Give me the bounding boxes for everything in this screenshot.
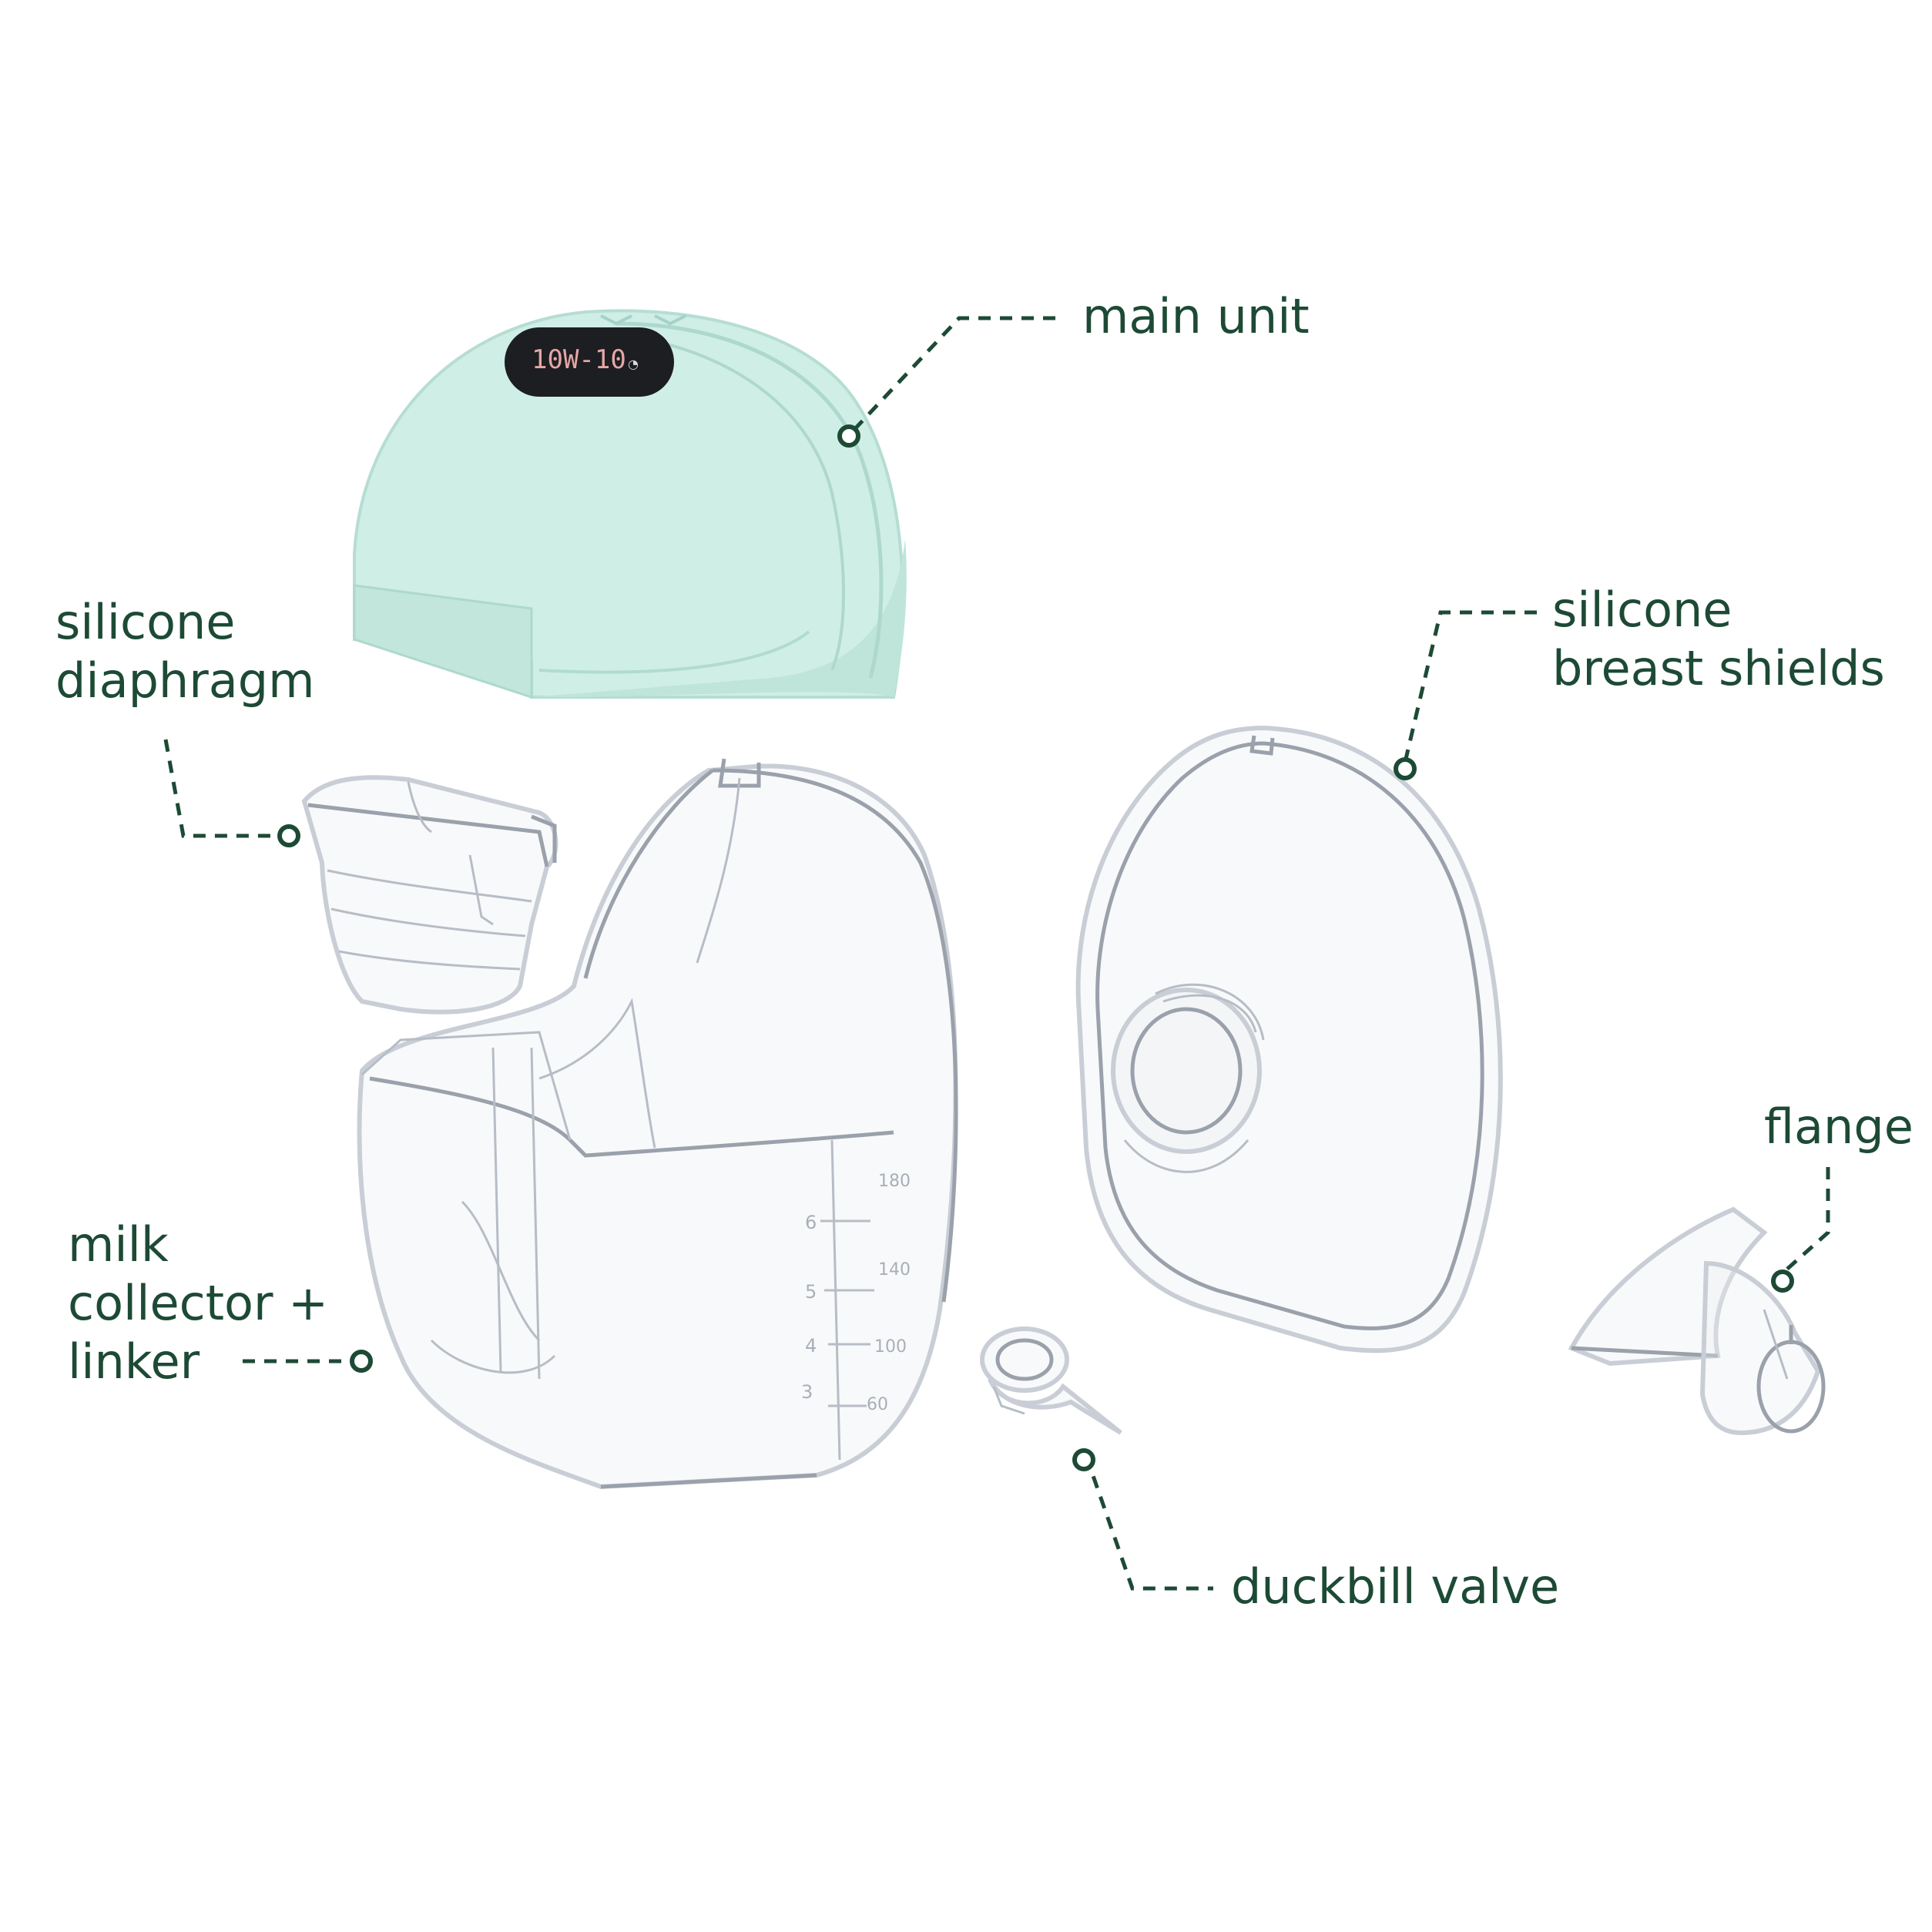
silicone-diaphragm-illustration bbox=[301, 775, 558, 1015]
label-main-unit: main unit bbox=[1082, 287, 1310, 346]
scale-left-3: 3 bbox=[801, 1381, 813, 1403]
label-silicone-diaphragm-line1: silicone bbox=[55, 594, 236, 650]
scale-left-6: 6 bbox=[805, 1212, 817, 1233]
milk-collector-illustration: 6 5 4 3 180 140 100 60 bbox=[357, 758, 958, 1490]
breast-shield-illustration bbox=[1075, 725, 1503, 1353]
leader-flange bbox=[1771, 1167, 1830, 1293]
label-milk-collector-linker: milk collector + linker bbox=[68, 1216, 328, 1391]
scale-right-100: 100 bbox=[874, 1337, 907, 1357]
label-breast-shields-line2: breast shields bbox=[1552, 640, 1885, 696]
duckbill-valve-illustration bbox=[980, 1327, 1122, 1435]
scale-left-5: 5 bbox=[805, 1281, 817, 1303]
label-main-unit-text: main unit bbox=[1082, 288, 1310, 344]
leader-main-unit bbox=[837, 316, 1055, 448]
label-milk-collector-line2: collector + bbox=[68, 1275, 329, 1331]
scale-right-140: 140 bbox=[878, 1260, 911, 1280]
label-silicone-breast-shields: silicone breast shields bbox=[1552, 581, 1885, 698]
leader-silicone-diaphragm bbox=[163, 739, 300, 847]
leader-breast-shields bbox=[1394, 610, 1537, 780]
leader-duckbill-valve bbox=[1072, 1448, 1213, 1591]
scale-left-4: 4 bbox=[805, 1335, 817, 1357]
leader-milk-collector bbox=[243, 1350, 373, 1373]
label-milk-collector-line1: milk bbox=[68, 1216, 169, 1273]
scale-right-180: 180 bbox=[878, 1172, 911, 1191]
label-milk-collector-line3: linker bbox=[68, 1333, 200, 1390]
label-flange: flange bbox=[1764, 1098, 1914, 1156]
label-duckbill-valve: duckbill valve bbox=[1231, 1558, 1559, 1616]
scale-right-60: 60 bbox=[867, 1395, 888, 1414]
label-flange-text: flange bbox=[1764, 1098, 1914, 1155]
label-silicone-diaphragm-line2: diaphragm bbox=[55, 652, 315, 709]
label-silicone-diaphragm: silicone diaphragm bbox=[55, 593, 314, 710]
svg-text:◔: ◔ bbox=[628, 357, 639, 371]
main-unit-illustration: 10W-10 ◔ bbox=[353, 309, 907, 699]
label-duckbill-valve-text: duckbill valve bbox=[1231, 1558, 1560, 1615]
flange-illustration bbox=[1568, 1206, 1826, 1436]
label-breast-shields-line1: silicone bbox=[1552, 582, 1732, 638]
display-readout: 10W-10 bbox=[532, 344, 626, 375]
